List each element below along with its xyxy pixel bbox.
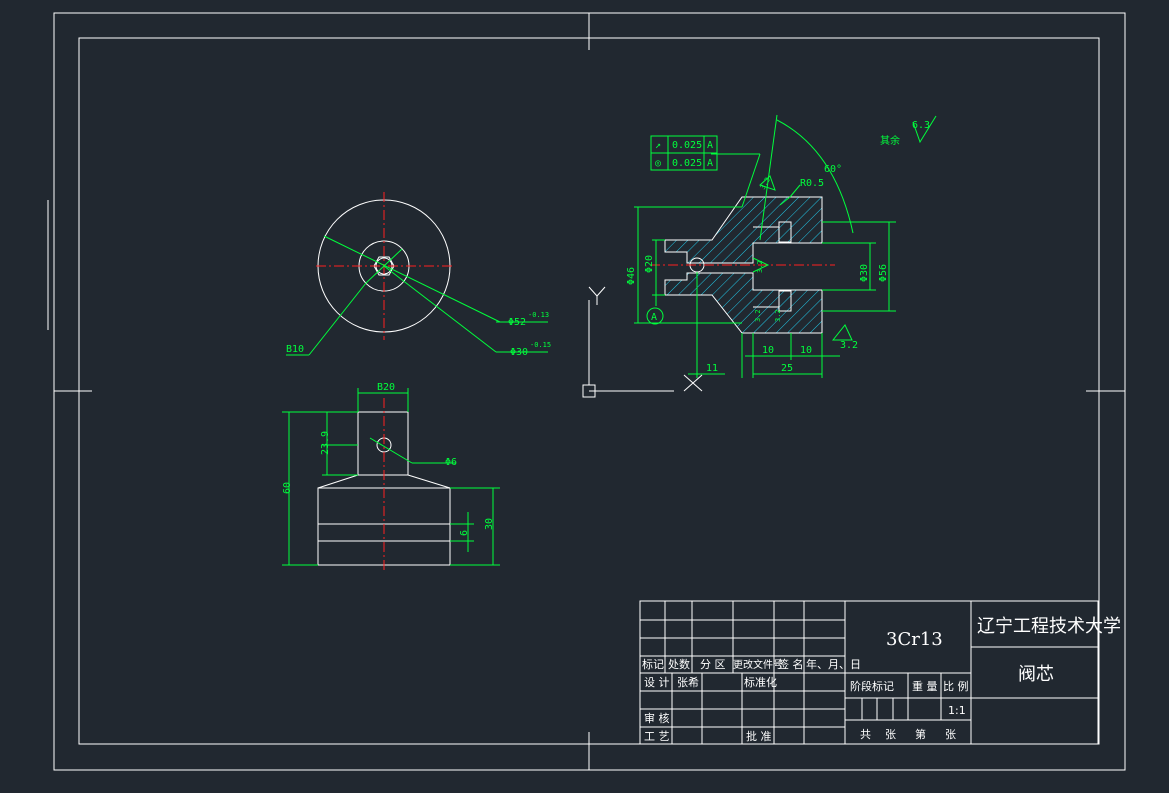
hdr-mark: 标记	[642, 657, 664, 671]
hdr-count: 处数	[668, 658, 690, 671]
dim-phi56: Φ56	[878, 264, 889, 282]
roughness-face2: 3.2	[756, 260, 764, 273]
dim-b10: B10	[286, 344, 304, 355]
ucs-icon	[582, 286, 703, 398]
tol-symbol-runout: ↗	[655, 140, 661, 151]
hdr-zone: 分 区	[700, 658, 726, 671]
sheet-no-label: 第	[915, 727, 926, 741]
dim-b20: B20	[377, 382, 395, 393]
section-hatch-top	[664, 196, 823, 264]
sheets-unit-2: 张	[945, 728, 956, 741]
dim-10b: 10	[800, 345, 812, 356]
tol-b: -0.15	[530, 341, 551, 349]
process-label: 工 艺	[644, 730, 670, 743]
tolerance-frame	[650, 135, 718, 171]
radius-r05: R0.5	[800, 178, 824, 189]
approve-label: 批 准	[746, 729, 772, 743]
sheets-unit-1: 张	[885, 728, 896, 741]
roughness-face4: 3.2	[774, 309, 782, 322]
dim-60: 60	[282, 482, 293, 494]
design-label: 设 计	[644, 676, 670, 689]
dim-25: 25	[781, 363, 793, 374]
dim-phi20: Φ20	[644, 255, 655, 273]
dim-phi30: Φ30	[510, 347, 528, 358]
angle-60: 60°	[824, 164, 842, 175]
weight-label: 重 量	[912, 679, 938, 693]
roughness-rest-value: 6.3	[912, 120, 930, 131]
tol-value-1: 0.025	[672, 140, 702, 151]
datum-a-label: A	[651, 312, 657, 323]
sheets-total-label: 共	[860, 728, 871, 741]
scale-label: 比 例	[943, 679, 969, 693]
part-name: 阀芯	[1018, 664, 1054, 685]
dim-10a: 10	[762, 345, 774, 356]
tol-a: -0.13	[528, 311, 549, 319]
tol-datum-1: A	[707, 140, 713, 151]
tol-symbol-concentric: ◎	[655, 158, 661, 169]
side-view: B20 23.9 60 Φ6 30 6	[282, 382, 500, 572]
dim-30: 30	[484, 518, 495, 530]
school-name: 辽宁工程技术大学	[977, 616, 1121, 637]
tol-value-2: 0.025	[672, 158, 702, 169]
hdr-file: 更改文件号	[733, 658, 783, 671]
review-label: 审 核	[644, 711, 670, 725]
material-label: 3Cr13	[886, 629, 943, 650]
centering-marks	[47, 13, 1125, 770]
section-hatch-bottom	[664, 272, 823, 334]
dim-11: 11	[706, 363, 718, 374]
title-block	[639, 600, 1099, 745]
section-view: ↗ 0.025 A ◎ 0.025 A A 其余 6.3 60° R0.5 3.…	[626, 114, 937, 378]
dim-23-9: 23.9	[320, 431, 331, 455]
hdr-date: 年、月、日	[806, 657, 861, 671]
roughness-rest-label: 其余	[880, 134, 900, 147]
circle-view: B10 Φ52 -0.13 Φ30 -0.15	[286, 192, 551, 358]
stage-mark-label: 阶段标记	[850, 679, 894, 693]
roughness-face3: 3.2	[754, 309, 762, 322]
standard-label: 标准化	[744, 675, 777, 689]
roughness-face5: 3.2	[840, 340, 858, 351]
designer-name: 张希	[677, 675, 699, 689]
hdr-sign: 签 名	[778, 657, 804, 671]
scale-value: 1:1	[948, 704, 966, 717]
dim-phi52: Φ52	[508, 317, 526, 328]
dim-6: 6	[459, 530, 470, 536]
dim-phi6: Φ6	[445, 457, 457, 468]
dim-phi46: Φ46	[626, 267, 637, 285]
dim-phi30-front: Φ30	[859, 264, 870, 282]
tol-datum-2: A	[707, 158, 713, 169]
